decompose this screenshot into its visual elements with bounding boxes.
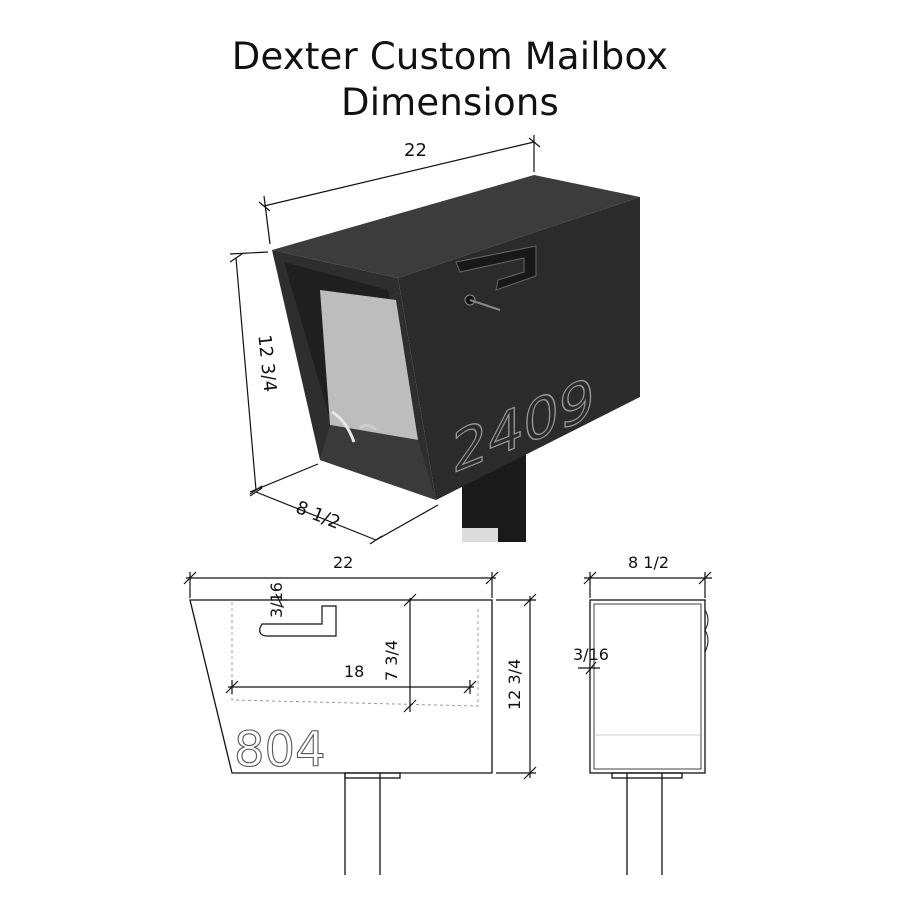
iso-floor [320, 425, 436, 500]
iso-post-highlight [462, 528, 498, 542]
side-width-label: 22 [333, 553, 353, 572]
iso-height-label: 12 3/4 [253, 334, 280, 393]
side-height-dimension [496, 593, 537, 780]
side-height-label: 12 3/4 [505, 659, 524, 710]
iso-back-panel [320, 290, 418, 440]
iso-depth-label: 8 1/2 [293, 497, 344, 534]
side-elevation-view [189, 599, 493, 875]
side-thickness-dimension [272, 593, 288, 607]
side-body-outline [189, 599, 493, 774]
iso-top-face [272, 175, 640, 278]
front-thickness-dimension [578, 661, 600, 675]
side-slot-dimension [403, 593, 417, 713]
iso-width-dimension [258, 135, 541, 245]
front-thickness-label: 3/16 [573, 645, 609, 664]
iso-handle-slot [455, 245, 537, 291]
diagram-title-line2: Dimensions [341, 81, 559, 124]
diagram-title-line1: Dexter Custom Mailbox [231, 35, 669, 78]
side-opening-dimension [225, 680, 477, 694]
front-width-label: 8 1/2 [628, 553, 669, 572]
side-width-dimension [183, 571, 499, 598]
iso-depth-dimension [249, 487, 439, 545]
iso-width-label: 22 [404, 140, 427, 161]
iso-bracket [331, 410, 356, 443]
front-elevation-view [589, 599, 709, 875]
iso-mailbox-view: 2409 [272, 175, 640, 542]
iso-height-dimension [229, 251, 319, 495]
side-house-number: 804 [234, 722, 326, 778]
side-thickness-label: 3/16 [267, 582, 286, 618]
front-width-dimension [583, 571, 712, 598]
side-slot-label: 7 3/4 [382, 640, 401, 681]
iso-side-face [398, 197, 640, 500]
side-opening-label: 18 [344, 662, 364, 681]
